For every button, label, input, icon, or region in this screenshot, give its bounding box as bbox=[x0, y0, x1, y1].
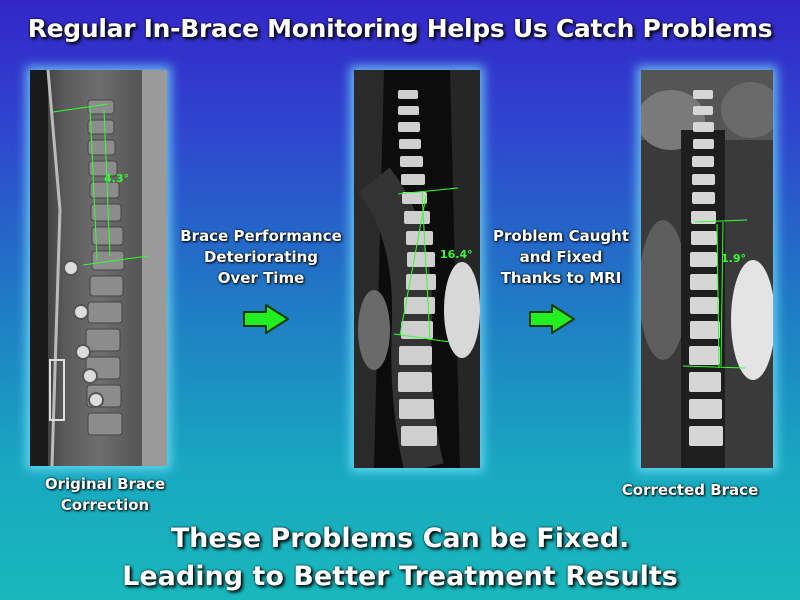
caption-original-brace-line2: Correction bbox=[60, 496, 150, 514]
step1-line3: Over Time bbox=[217, 269, 305, 287]
step-brace-deteriorating: Brace Performance Deteriorating Over Tim… bbox=[172, 226, 350, 289]
xray-original-brace-image: 4.3° bbox=[30, 70, 167, 466]
caption-original-brace-line1: Original Brace bbox=[44, 475, 166, 493]
caption-corrected-brace: Corrected Brace bbox=[621, 481, 759, 499]
right-arrow-icon bbox=[528, 303, 576, 339]
cobb-angle-label-2: 16.4° bbox=[440, 248, 473, 261]
step2-line2: and Fixed bbox=[519, 248, 603, 266]
cobb-angle-label-3: 1.9° bbox=[721, 252, 746, 265]
caption-original-brace: Original Brace Correction bbox=[20, 474, 190, 516]
mri-deteriorating-brace-image: 16.4° bbox=[354, 70, 480, 468]
footer-line2: Leading to Better Treatment Results bbox=[122, 561, 678, 592]
footer-line1: These Problems Can be Fixed. bbox=[170, 523, 630, 554]
mri-corrected-brace-image: 1.9° bbox=[641, 70, 773, 468]
step2-line3: Thanks to MRI bbox=[500, 269, 622, 287]
step1-line2: Deteriorating bbox=[203, 248, 319, 266]
step2-line1: Problem Caught bbox=[493, 227, 629, 245]
cobb-angle-label-1: 4.3° bbox=[104, 172, 129, 185]
step1-line1: Brace Performance bbox=[180, 227, 342, 245]
step-problem-fixed: Problem Caught and Fixed Thanks to MRI bbox=[480, 226, 642, 289]
right-arrow-icon bbox=[242, 303, 290, 339]
page-title: Regular In-Brace Monitoring Helps Us Cat… bbox=[27, 14, 773, 43]
